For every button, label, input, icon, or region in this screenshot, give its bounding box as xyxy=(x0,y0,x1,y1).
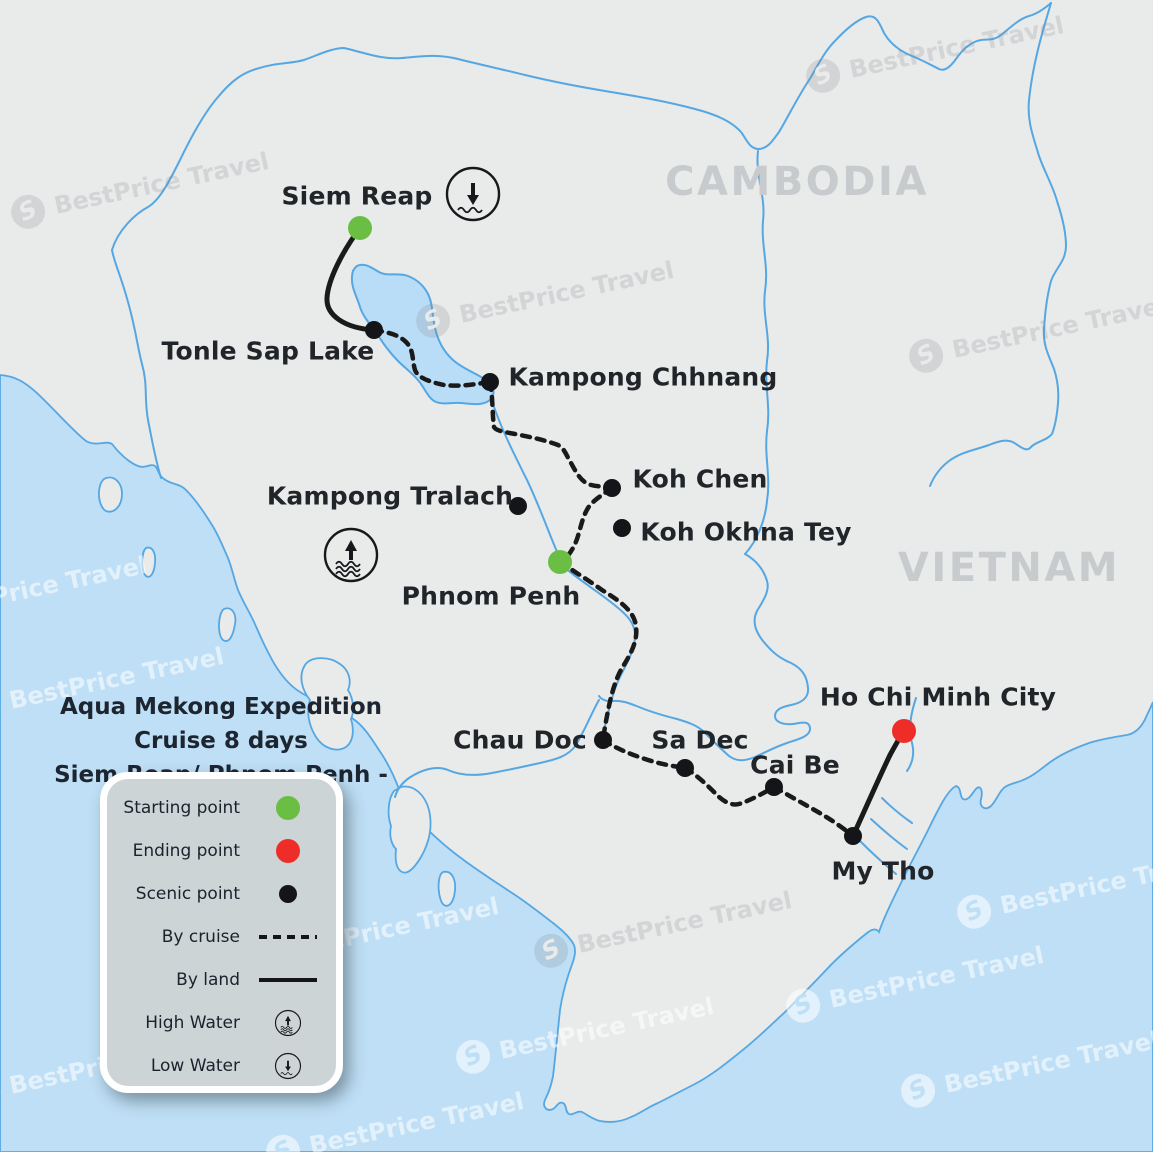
tonle-sap-river xyxy=(491,400,559,555)
mekong-upper xyxy=(744,150,770,555)
route-land-mytho-hochiminh xyxy=(850,728,907,839)
route-land-siemreap-tonlesap xyxy=(324,225,377,333)
mekong-mouths xyxy=(859,797,913,875)
legend-row-ending-point: Ending point xyxy=(107,829,336,872)
legend-row-high-water: High Water xyxy=(107,1001,336,1044)
small-island-3 xyxy=(141,546,157,578)
phnom-penh-dot xyxy=(548,550,572,574)
tonle-sap-lake-shape xyxy=(350,263,495,406)
legend-row-by-land: By land xyxy=(107,958,336,1001)
legend-label: By cruise xyxy=(161,926,240,947)
small-island-1 xyxy=(437,870,456,907)
tonle-sap-lake-dot xyxy=(365,321,383,339)
siem-reap-dot xyxy=(348,216,372,240)
land-line-symbol xyxy=(259,977,317,982)
small-island-2 xyxy=(98,476,123,513)
chau-doc-dot xyxy=(594,731,612,749)
east-border-river xyxy=(929,2,1068,487)
map-title-line1: Aqua Mekong Expedition Cruise 8 days xyxy=(60,694,382,754)
kampong-chhnang-dot xyxy=(481,373,499,391)
legend-row-low-water: Low Water xyxy=(107,1044,336,1087)
route-cruise-phnompenh-chaudoc xyxy=(557,559,639,743)
koh-okhna-tey-dot xyxy=(613,519,631,537)
bassac-river xyxy=(394,699,600,798)
sa-dec-dot xyxy=(676,759,694,777)
low-water-icon xyxy=(274,1052,302,1079)
cruise-line-symbol xyxy=(259,934,317,939)
small-island-4 xyxy=(218,607,237,642)
dot-end-symbol xyxy=(276,838,300,863)
legend-label: High Water xyxy=(145,1012,240,1033)
vam-co-river xyxy=(598,553,812,762)
route-cruise-kampongchhnang-kohchen xyxy=(487,379,615,491)
north-border-river xyxy=(111,2,1052,251)
legend-label: Low Water xyxy=(150,1055,240,1076)
cai-be-dot xyxy=(765,778,783,796)
water-icons-layer xyxy=(323,166,501,583)
dot-scenic-symbol xyxy=(279,884,297,903)
legend-label: By land xyxy=(176,969,240,990)
legend-row-starting-point: Starting point xyxy=(107,786,336,829)
phu-quoc-island xyxy=(387,785,432,874)
legend-row-scenic-point: Scenic point xyxy=(107,872,336,915)
route-cruise-sadec-caibe xyxy=(682,765,777,807)
route-cruise-caibe-mytho xyxy=(771,784,856,839)
high-water-icon xyxy=(274,1009,302,1036)
kampong-tralach-dot xyxy=(509,497,527,515)
route-cruise-chaudoc-sadec xyxy=(600,737,688,771)
city-dots-layer xyxy=(348,216,916,845)
dot-start-symbol xyxy=(276,795,300,820)
legend-label: Scenic point xyxy=(135,883,240,904)
legend-label: Ending point xyxy=(132,840,240,861)
legend-row-by-cruise: By cruise xyxy=(107,915,336,958)
route-cruise-kohchen-phnompenh xyxy=(561,485,615,563)
route-cruise-tonlesap-kampongchhnang xyxy=(371,327,493,388)
west-border-river xyxy=(111,249,162,479)
ream-peninsula xyxy=(300,657,355,751)
ho-chi-minh-city-dot xyxy=(892,719,916,743)
saigon-river xyxy=(906,697,917,772)
legend-label: Starting point xyxy=(123,797,240,818)
low-water-icon xyxy=(445,166,501,222)
koh-chen-dot xyxy=(603,479,621,497)
my-tho-dot xyxy=(844,827,862,845)
high-water-icon xyxy=(323,527,379,583)
